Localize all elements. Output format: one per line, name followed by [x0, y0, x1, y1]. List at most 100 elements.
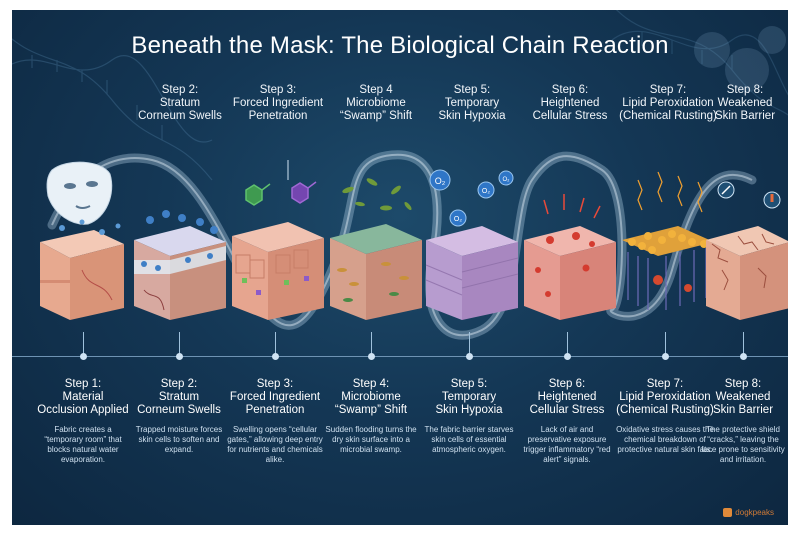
step-title-line: Step 3:	[256, 378, 294, 390]
timeline-dot	[175, 353, 183, 360]
step-title-line: Occlusion Applied	[37, 404, 129, 416]
step-title-line: Step 1:	[64, 378, 102, 390]
step-title-line: Temporary	[441, 391, 497, 403]
thermometer-icon	[763, 191, 781, 209]
top-step-label-line: Microbiome	[346, 97, 406, 109]
step-title-line: Corneum Swells	[137, 404, 221, 416]
panel-forced-ingredient-penetration	[228, 160, 328, 330]
top-step-label-line: Step 5:	[453, 84, 491, 96]
panel-temporary-skin-hypoxia: O₂ O₂ O₂ O₂	[422, 160, 522, 330]
top-step-label-line: Cellular Stress	[532, 110, 608, 122]
step-connector	[469, 332, 470, 354]
step-connector	[179, 332, 180, 354]
timeline-line	[12, 356, 788, 357]
step-title-line: (Chemical Rusting)	[616, 404, 714, 416]
top-step-label-line: Penetration	[248, 110, 308, 122]
step-description: Lack of air and preservative exposure tr…	[523, 425, 611, 464]
timeline-dot	[739, 353, 747, 360]
step-title-line: Step 2:	[160, 378, 198, 390]
top-step-label-line: Step 6:	[551, 84, 589, 96]
step-title-line: Forced Ingredient	[229, 391, 321, 403]
top-step-label-line: Temporary	[444, 97, 500, 109]
step-description: The fabric barrier starves skin cells of…	[424, 425, 514, 454]
top-step-label: Step 7:Lipid Peroxidation(Chemical Rusti…	[618, 84, 718, 123]
top-step-label-line: Heightened	[540, 97, 600, 109]
brand-mark-icon	[723, 508, 733, 517]
step-description: Oxidative stress causes the chemical bre…	[616, 425, 714, 454]
step-title-line: Step 6:	[548, 378, 586, 390]
bubble-cluster	[694, 26, 786, 92]
brand-logo: dogkpeaks	[723, 508, 774, 517]
panel-material-occlusion	[32, 160, 132, 330]
dna-helix-right	[611, 10, 788, 116]
step-title-line: Heightened	[537, 391, 597, 403]
oxygen-label: O₂	[435, 176, 446, 186]
step-description: Swelling opens “cellular gates,” allowin…	[227, 425, 323, 464]
step-description: The protective shield “cracks,” leaving …	[701, 425, 785, 464]
top-step-label-line: Skin Barrier	[714, 110, 776, 122]
step-title: Step 4:Microbiome“Swamp” Shift	[322, 378, 420, 417]
top-step-label-line: Forced Ingredient	[232, 97, 324, 109]
timeline-dot	[465, 353, 473, 360]
step-title-line: Microbiome	[341, 391, 401, 403]
oxygen-label: O₂	[482, 188, 490, 195]
step-title-line: Skin Barrier	[712, 404, 774, 416]
top-step-label-line: Corneum Swells	[138, 110, 222, 122]
molecule-icon	[245, 183, 271, 206]
step-title-line: Skin Hypoxia	[435, 404, 503, 416]
step-title-line: Penetration	[245, 404, 305, 416]
dna-helix-left	[12, 38, 213, 181]
step-description: Fabric creates a “temporary room” that b…	[44, 425, 122, 464]
step-title-line: “Swamp” Shift	[334, 404, 408, 416]
step-connector	[83, 332, 84, 354]
step-connector	[371, 332, 372, 354]
step-title-line: Step 8:	[724, 378, 762, 390]
step-description: Sudden flooding turns the dry skin surfa…	[325, 425, 417, 454]
top-step-label-line: Step 2:	[161, 84, 199, 96]
panel-lipid-peroxidation	[618, 160, 718, 330]
face-mask-icon	[46, 161, 113, 225]
step-title-line: Step 4:	[352, 378, 390, 390]
top-step-label-line: Step 4	[359, 84, 393, 96]
step-title-line: Cellular Stress	[529, 404, 605, 416]
panel-stratum-corneum-swells	[130, 160, 230, 330]
oxygen-label: O₂	[503, 177, 511, 183]
top-step-label-line: Step 7:	[649, 84, 687, 96]
panel-microbiome-swamp-shift	[326, 160, 426, 330]
infographic-frame: Beneath the Mask: The Biological Chain R…	[12, 10, 788, 525]
top-step-label-line: Stratum	[159, 97, 201, 109]
top-step-label-line: Step 8:	[726, 84, 764, 96]
timeline-dot	[271, 353, 279, 360]
step-connector	[275, 332, 276, 354]
timeline-dot	[563, 353, 571, 360]
step-title-line: Stratum	[158, 391, 200, 403]
step-title-line: Lipid Peroxidation	[619, 391, 711, 403]
step-description-block: Step 7:Lipid Peroxidation(Chemical Rusti…	[616, 378, 714, 455]
step-title-line: Material	[62, 391, 104, 403]
top-step-label-line: Skin Hypoxia	[438, 110, 506, 122]
oxygen-label: O₂	[454, 216, 462, 223]
page-title: Beneath the Mask: The Biological Chain R…	[131, 32, 669, 59]
top-step-label-line: Step 3:	[259, 84, 297, 96]
step-title-line: Step 5:	[450, 378, 488, 390]
timeline-dot	[367, 353, 375, 360]
molecule-icon-2	[291, 181, 317, 204]
step-title-line: Weakened	[715, 391, 771, 403]
